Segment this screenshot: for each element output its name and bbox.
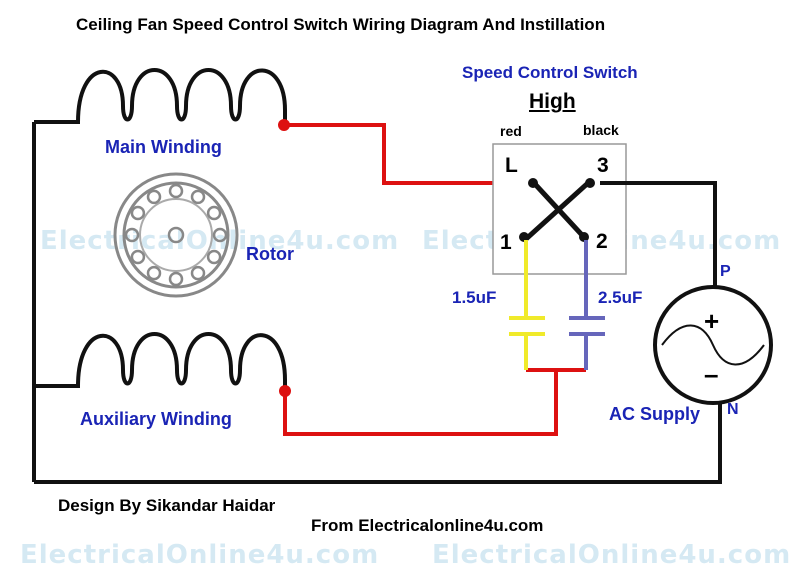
diagram-title: Ceiling Fan Speed Control Switch Wiring … <box>76 15 606 34</box>
capacitor-1-5uf-label: 1.5uF <box>452 288 497 307</box>
rotor-bar-hole <box>206 205 222 221</box>
main-winding-red-dot <box>278 119 290 131</box>
source-credit: From Electricalonline4u.com <box>311 516 544 535</box>
terminal-1-dot <box>519 232 529 242</box>
design-credit: Design By Sikandar Haidar <box>58 496 276 515</box>
terminal-3-dot <box>585 178 595 188</box>
terminal-L-dot <box>528 178 538 188</box>
rotor-label: Rotor <box>246 244 294 264</box>
terminal-L-label: L <box>505 154 518 177</box>
switch-link-3-1 <box>524 181 590 241</box>
terminal-2-label: 2 <box>596 230 608 253</box>
rotor-bar-hole <box>124 227 140 243</box>
neutral-label: N <box>727 401 739 418</box>
watermark-bottom-right: ElectricalOnline4u.com <box>432 540 789 570</box>
switch-mode-label: High <box>529 90 576 113</box>
rotor-bar-hole <box>130 249 146 265</box>
phase-label: P <box>720 263 731 280</box>
wire-label-black: black <box>583 122 619 138</box>
capacitor-1-5uf <box>509 240 545 370</box>
minus-sign: – <box>704 359 719 389</box>
speed-control-switch-heading: Speed Control Switch <box>462 63 638 82</box>
watermark-bottom-left: ElectricalOnline4u.com <box>20 540 380 570</box>
black-wire-3-to-P <box>600 181 717 296</box>
auxiliary-winding-coil <box>34 332 287 390</box>
sine-wave <box>661 324 765 366</box>
rotor-bar-hole <box>190 265 206 281</box>
main-winding-label: Main Winding <box>105 137 222 157</box>
rotor-bar-hole <box>146 265 162 281</box>
terminal-1-label: 1 <box>500 231 512 254</box>
red-wire-main-to-L <box>285 123 530 185</box>
wire-label-red: red <box>500 123 522 139</box>
rotor-bar-hole <box>168 271 184 287</box>
rotor-bar-hole <box>168 183 184 199</box>
terminal-2-dot <box>579 232 589 242</box>
rotor-bar-hole <box>146 189 162 205</box>
capacitor-2-5uf <box>569 240 605 370</box>
aux-winding-red-dot <box>279 385 291 397</box>
neutral-return-wire <box>34 398 722 484</box>
rotor-bar-hole <box>130 205 146 221</box>
ac-supply-label: AC Supply <box>609 404 701 424</box>
red-wire-aux-to-caps <box>283 370 558 436</box>
rotor-bar-hole <box>206 249 222 265</box>
rotor-symbol <box>113 172 239 298</box>
auxiliary-winding-label: Auxiliary Winding <box>80 409 232 429</box>
main-winding-coil <box>34 68 287 125</box>
rotor-bar-hole <box>212 227 228 243</box>
terminal-3-label: 3 <box>597 154 609 177</box>
rotor-bar-hole <box>190 189 206 205</box>
capacitor-2-5uf-label: 2.5uF <box>598 288 643 307</box>
plus-sign: + <box>704 306 720 336</box>
